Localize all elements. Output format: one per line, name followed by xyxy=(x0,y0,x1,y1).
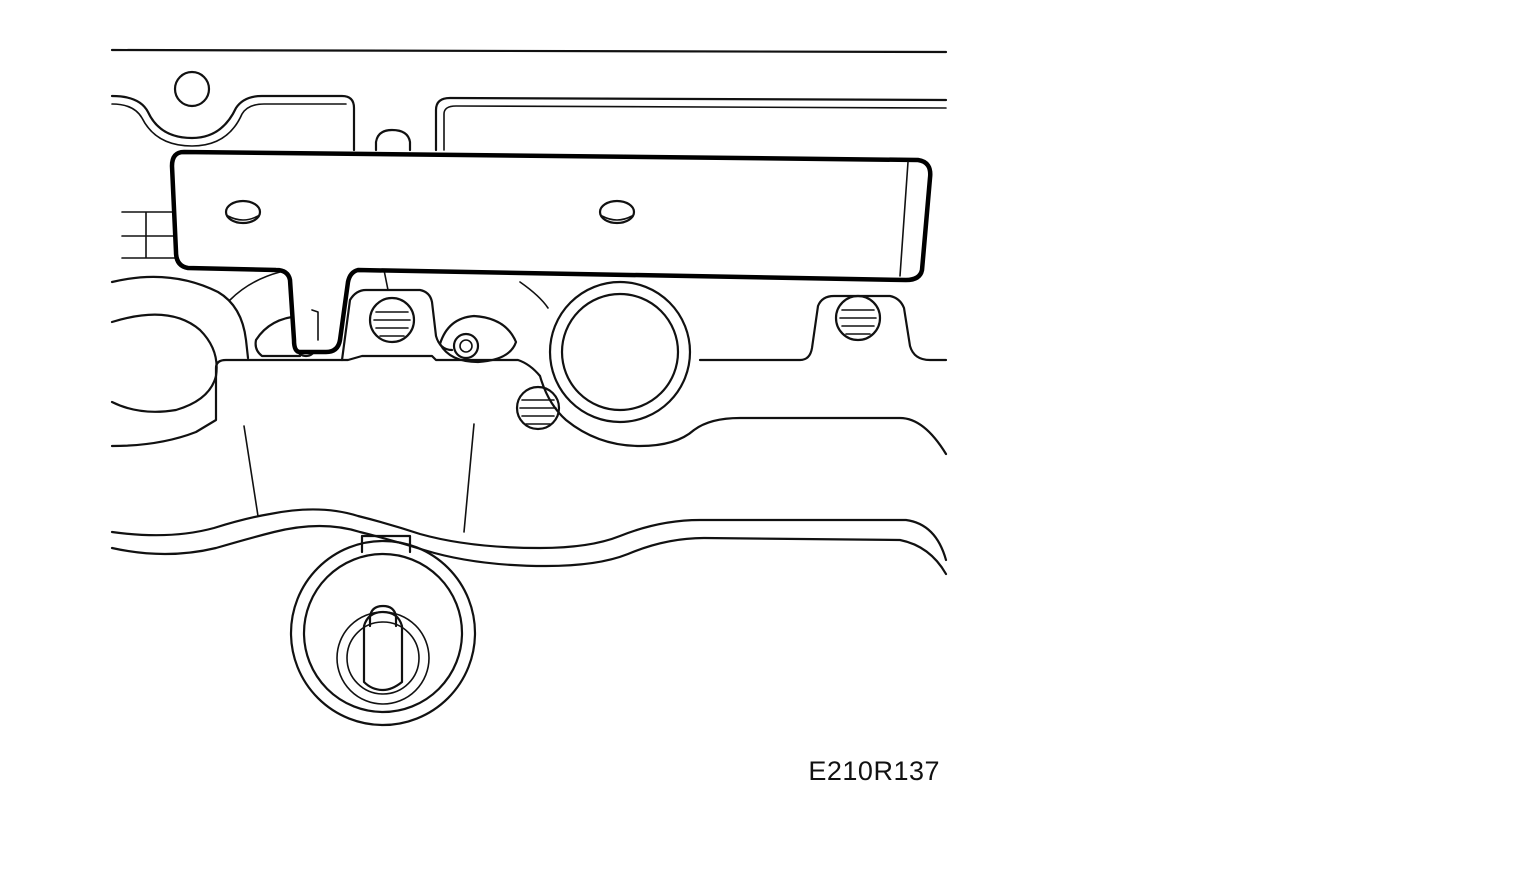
bracket-bolt-hole-left xyxy=(224,199,262,225)
lower-plate-divider-right xyxy=(463,423,475,533)
upper-right-recess-inner xyxy=(443,105,947,151)
housing-top-edge xyxy=(110,48,948,54)
bracket-guide-lines xyxy=(229,269,549,309)
left-bore xyxy=(110,313,218,413)
threaded-hole-2 xyxy=(515,385,561,431)
bracket-tool xyxy=(169,149,933,355)
housing-lower-contour xyxy=(110,354,948,456)
housing-left-bore-edge xyxy=(110,275,250,360)
center-bore xyxy=(548,280,692,424)
lower-plate-divider-left xyxy=(243,425,259,517)
threaded-hole-3 xyxy=(834,294,882,342)
bracket-tool-bend-line xyxy=(899,161,909,277)
lower-plate-upper-edge xyxy=(110,508,948,562)
left-side-lines xyxy=(121,211,179,259)
figure-code-label: E210R137 xyxy=(808,756,940,786)
upper-left-recess xyxy=(110,94,356,152)
lower-stud-boss xyxy=(289,534,477,727)
center-boss xyxy=(340,288,454,362)
right-boss xyxy=(698,294,948,362)
upper-left-recess-inner xyxy=(111,103,347,147)
bracket-bolt-hole-right xyxy=(598,199,636,225)
center-pin-socket xyxy=(438,314,518,364)
threaded-hole-1 xyxy=(368,296,416,344)
center-stud xyxy=(374,128,412,152)
upper-right-recess xyxy=(434,96,948,152)
lower-plate-lower-edge xyxy=(110,524,948,576)
upper-mounting-hole xyxy=(173,70,211,108)
bracket-leg-inner xyxy=(311,309,319,341)
